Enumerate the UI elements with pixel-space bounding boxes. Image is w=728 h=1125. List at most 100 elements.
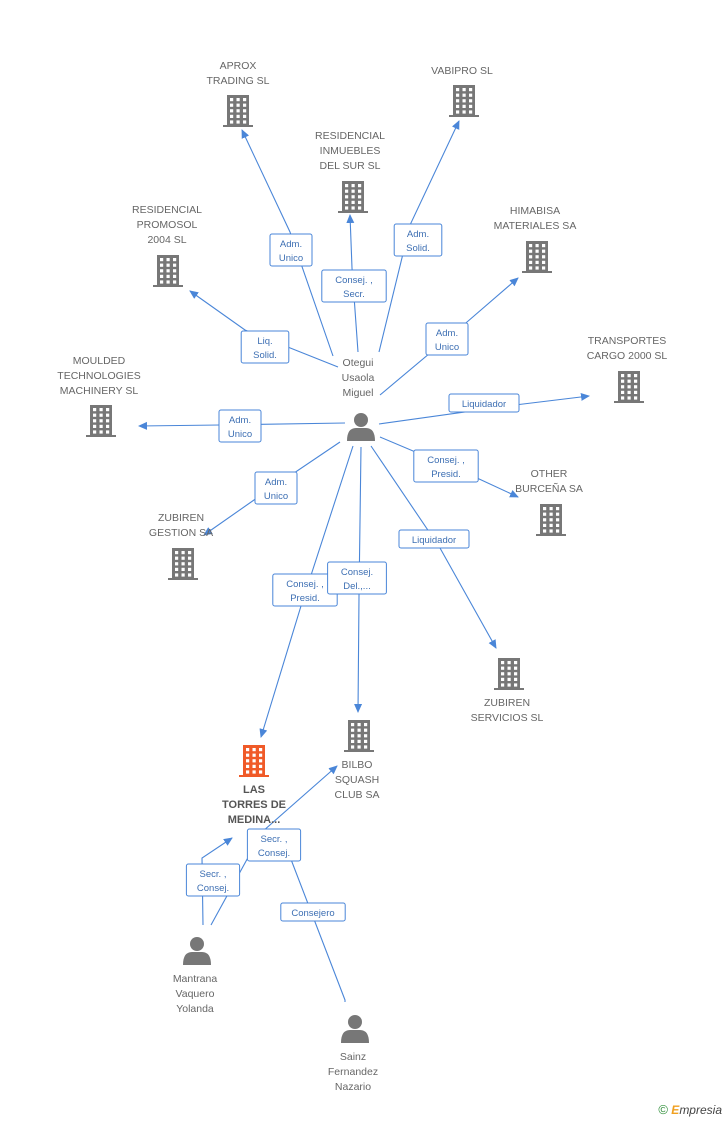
edge-label-text: Liquidador [412, 535, 456, 546]
edge-label-mantrana-to-bilbo[interactable]: Secr. ,Consej. [246, 828, 302, 862]
edge-label-text: Adm. [265, 477, 287, 488]
edge-otegui-to-aprox [241, 129, 334, 357]
edge-label-otegui-to-las_torres[interactable]: Consej. , Presid. [272, 573, 338, 607]
building-icon [168, 548, 198, 580]
edge-label-text: Consej. , [335, 275, 373, 286]
edge-label-mantrana-to-las_torres[interactable]: Secr. ,Consej. [185, 863, 241, 897]
edge-otegui-to-zubiren_gestion [203, 441, 341, 536]
edge-label-text: Unico [264, 491, 288, 502]
edge-label-otegui-to-moulded[interactable]: Adm. Unico [218, 409, 262, 443]
person-icon [341, 1015, 369, 1043]
edge-otegui-to-bilbo [354, 446, 363, 713]
building-icon [522, 241, 552, 273]
edge-label-otegui-to-residencial_promosol[interactable]: Liq. Solid. [240, 330, 290, 364]
building-icon [338, 181, 368, 213]
edge-label-text: Consej. , [286, 579, 324, 590]
copyright-symbol: © [658, 1102, 668, 1117]
edge-label-text: Unico [435, 342, 459, 353]
node-label: APROX [220, 60, 257, 72]
node-label: ZUBIREN [158, 512, 204, 524]
edge-label-otegui-to-other_burcena[interactable]: Consej. ,Presid. [413, 449, 479, 483]
edge-label-text: Unico [228, 429, 252, 440]
building-icon [614, 371, 644, 403]
node-label: DEL SUR SL [320, 160, 381, 172]
edge-label-text: Adm. [280, 239, 302, 250]
edge-label-box [398, 529, 470, 549]
edge-label-text: Presid. [290, 593, 320, 604]
node-label: PROMOSOL [137, 219, 198, 231]
edge-label-text: Consejero [291, 908, 334, 919]
person-icon [347, 413, 375, 441]
node-vabipro[interactable]: VABIPRO SL [431, 65, 493, 117]
building-icon [344, 720, 374, 752]
empresia-brand[interactable]: © Empresia [658, 1102, 722, 1117]
node-label: LAS [243, 784, 265, 796]
edge-label-text: Unico [279, 253, 303, 264]
edge-label-box [327, 561, 387, 595]
edge-label-otegui-to-bilbo[interactable]: Consej.Del.,... [327, 561, 387, 595]
edge-label-text: Liquidador [462, 399, 506, 410]
brand-name: mpresia [679, 1103, 722, 1117]
edge-label-text: Adm. [229, 415, 251, 426]
node-label: ZUBIREN [484, 697, 530, 709]
nodes-layer: APROX TRADING SL VABIPRO SL RESIDENCIALINMU… [57, 60, 667, 1093]
edge-label-otegui-to-transportes[interactable]: Liquidador [448, 393, 520, 413]
edge-label-box [321, 269, 387, 303]
node-label: CARGO 2000 SL [587, 350, 668, 362]
node-label: TRADING SL [206, 75, 269, 87]
edge-label-otegui-to-zubiren_gestion[interactable]: Adm. Unico [254, 471, 298, 505]
node-label: SQUASH [335, 774, 379, 786]
edge-otegui-to-himabisa [379, 277, 519, 396]
building-icon [86, 405, 116, 437]
person-icon [183, 937, 211, 965]
building-icon [153, 255, 183, 287]
node-label: Mantrana [173, 973, 218, 985]
edge-otegui-to-residencial_promosol [189, 290, 339, 368]
edge-mantrana-to-las_torres [201, 837, 233, 926]
edge-label-otegui-to-residencial_inmuebles[interactable]: Consej. , Secr. [321, 269, 387, 303]
edge-label-box [393, 223, 443, 257]
node-label: OTHER [531, 468, 568, 480]
edge-label-box [425, 322, 469, 356]
node-label: Fernandez [328, 1066, 378, 1078]
edge-label-sainz-to-las_torres[interactable]: Consejero [280, 902, 346, 922]
edge-label-text: Solid. [406, 243, 430, 254]
edge-label-box [185, 863, 241, 897]
edge-label-text: Secr. [343, 289, 365, 300]
node-label: MACHINERY SL [60, 385, 139, 397]
edge-label-text: Consej. , [427, 455, 465, 466]
edge-label-text: Consej. [258, 848, 290, 859]
edge-label-text: Del.,... [343, 581, 370, 592]
edge-label-box [269, 233, 313, 267]
node-label: HIMABISA [510, 205, 560, 217]
node-label: Vaquero [176, 988, 215, 1000]
node-label: RESIDENCIAL [315, 130, 385, 142]
node-label: CLUB SA [335, 789, 380, 801]
edge-label-text: Liq. [257, 336, 272, 347]
building-icon [536, 504, 566, 536]
edge-label-box [413, 449, 479, 483]
node-label: Miguel [343, 387, 374, 399]
edge-label-otegui-to-vabipro[interactable]: Adm.Solid. [393, 223, 443, 257]
edge-label-otegui-to-himabisa[interactable]: Adm.Unico [425, 322, 469, 356]
edge-label-text: Solid. [253, 350, 277, 361]
node-label: MEDINA... [228, 814, 281, 826]
edge-label-otegui-to-zubiren_servicios[interactable]: Liquidador [398, 529, 470, 549]
edge-label-otegui-to-aprox[interactable]: Adm. Unico [269, 233, 313, 267]
node-aprox[interactable]: APROX TRADING SL [206, 60, 270, 127]
node-label: Yolanda [176, 1003, 214, 1015]
node-label: Usaola [342, 372, 375, 384]
